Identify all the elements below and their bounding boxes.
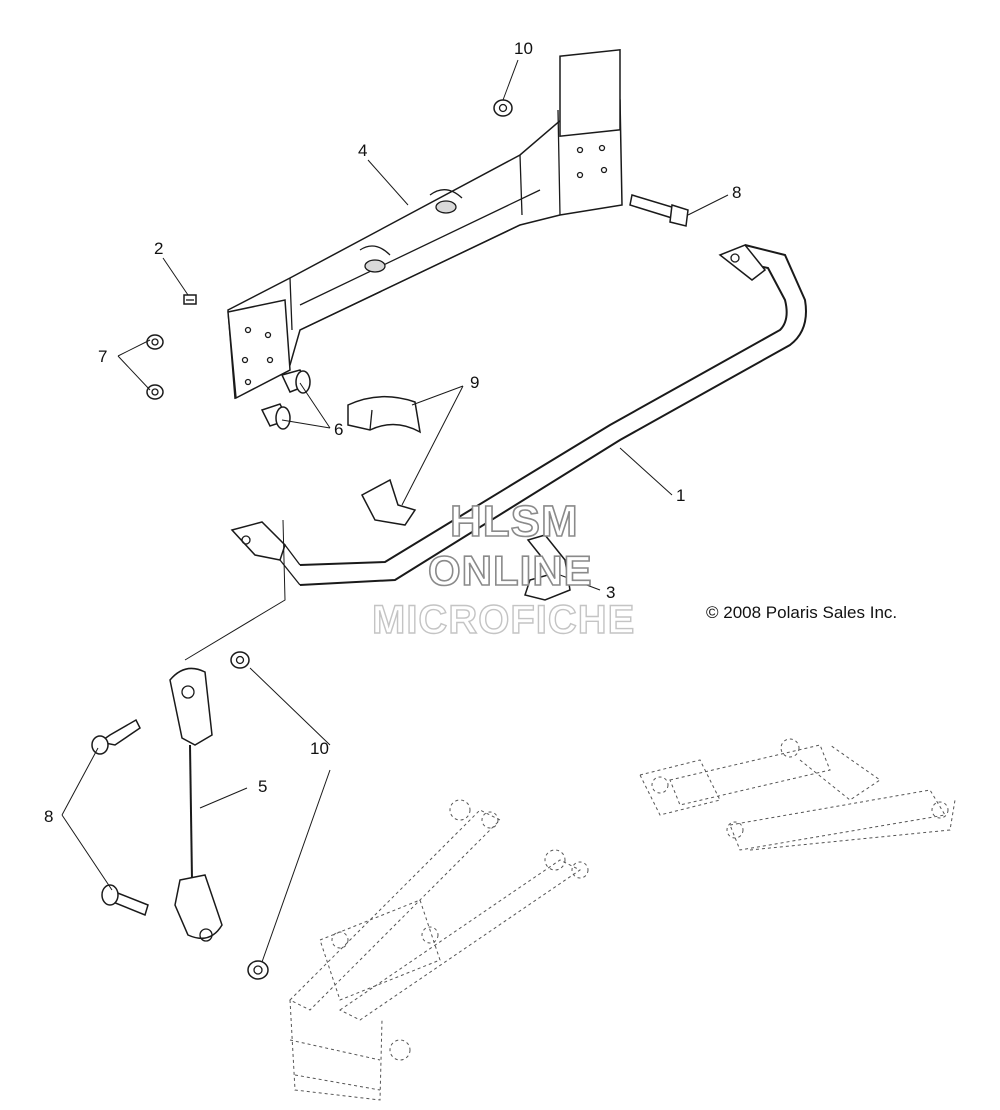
callout-5: 5 [258,777,268,796]
callout-10-top: 10 [514,39,533,58]
fitting-part-2 [183,294,197,305]
callout-9: 9 [470,373,480,392]
callout-3: 3 [606,583,616,602]
front-arms-reference [639,738,956,851]
link-rod-part-5 [169,667,223,942]
bolt-part-8-left [91,718,149,917]
cross-bracket-part-4 [227,49,623,400]
callout-8-right: 8 [732,183,742,202]
bracket-part-3 [524,534,571,601]
watermark-line-online: ONLINE [427,547,593,594]
nut-part-10-top [493,99,513,117]
copyright-notice: © 2008 Polaris Sales Inc. [706,603,898,622]
callout-6: 6 [334,420,344,439]
watermark-line-hlsm: HLSM [449,497,579,546]
callout-1: 1 [676,486,686,505]
callout-8-left: 8 [44,807,54,826]
leader-lines [61,59,729,963]
callout-4: 4 [358,141,368,160]
watermark-line-microfiche: MICROFICHE [371,598,636,642]
pins-part-6 [260,369,311,430]
stabilizer-bar-part-1 [230,244,807,586]
nut-part-10-bottom [230,651,269,980]
callout-2: 2 [154,239,164,258]
callout-10-bottom: 10 [310,739,329,758]
bolt-part-8-right [629,194,689,227]
rear-suspension-frame-reference [289,799,589,1101]
bushings-part-9 [347,395,421,526]
callout-7: 7 [98,347,108,366]
